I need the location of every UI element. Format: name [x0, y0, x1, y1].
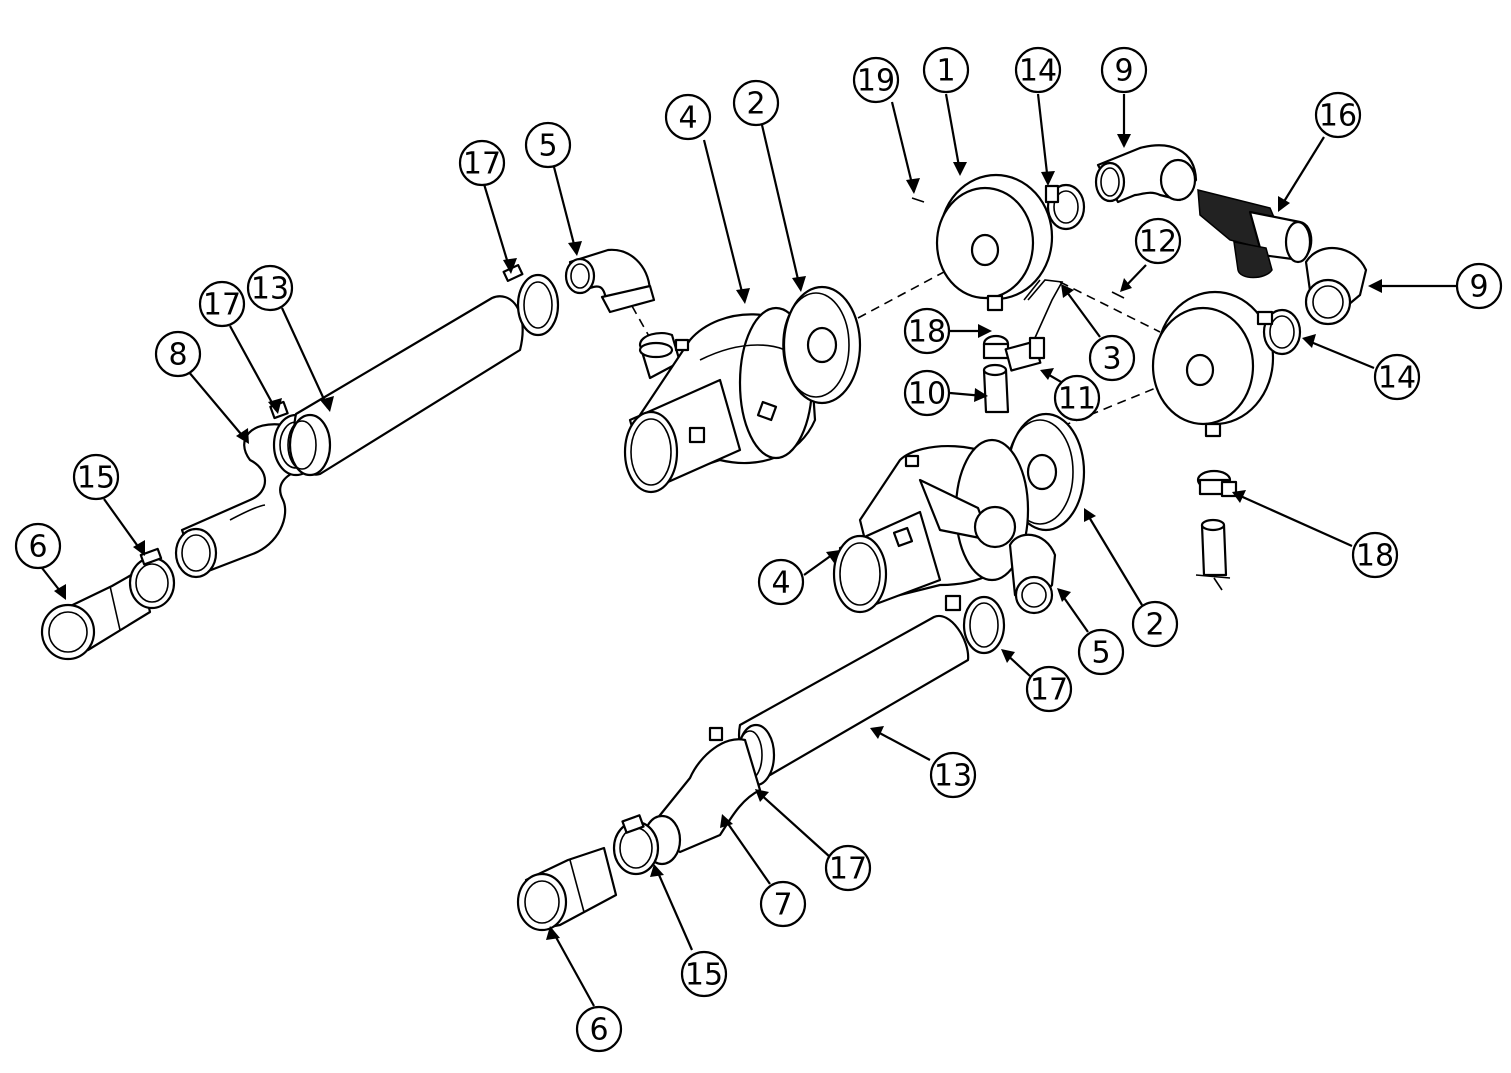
callout-13-upper: 13: [246, 264, 294, 312]
svg-text:5: 5: [1091, 636, 1110, 671]
part-10-lower-drain: [1195, 518, 1231, 591]
part-18-lower-clip: [1196, 469, 1238, 498]
part-19-pin: [911, 197, 925, 203]
part-3-bracket: [1023, 279, 1064, 341]
part-1-lower-valve: [1151, 290, 1275, 438]
part-12-pin: [1111, 291, 1125, 299]
svg-text:13: 13: [934, 759, 972, 794]
callout-15-lower: 15: [680, 950, 728, 998]
part-15-lower-clamp: [612, 814, 660, 876]
part-9-upper-elbow: [1094, 144, 1198, 204]
part-2-upper-gasket: [782, 285, 862, 405]
part-5-upper-elbow: [564, 248, 656, 314]
part-1-upper-valve: [935, 173, 1054, 312]
callout-5-lower: 5: [1077, 628, 1125, 676]
callout-4-upper: 4: [664, 93, 712, 141]
svg-text:9: 9: [1469, 270, 1488, 305]
leader-lines: [41, 93, 1456, 1007]
part-16-tee: [1197, 189, 1313, 279]
svg-text:2: 2: [1145, 608, 1164, 643]
callout-17-upper-b: 17: [198, 280, 246, 328]
part-4-lower-blower: [832, 438, 1030, 614]
svg-text:13: 13: [251, 272, 289, 307]
callout-18-lower: 18: [1351, 531, 1399, 579]
part-9-lower-elbow: [1304, 247, 1368, 326]
part-6-upper-tailpipe: [40, 568, 152, 661]
svg-text:8: 8: [168, 338, 187, 373]
svg-text:18: 18: [1356, 539, 1394, 574]
svg-text:9: 9: [1114, 54, 1133, 89]
callout-11: 11: [1053, 374, 1101, 422]
callout-9-upper: 9: [1100, 46, 1148, 94]
part-14-upper-clamp: [1044, 183, 1086, 231]
callout-19: 19: [852, 56, 900, 104]
part-15-upper-clamp: [128, 547, 176, 610]
part-6-lower-tailpipe: [516, 846, 618, 932]
part-11-latch: [1004, 336, 1046, 372]
callout-13-lower: 13: [929, 751, 977, 799]
part-8-bent-pipe: [174, 423, 302, 579]
callout-2-lower: 2: [1131, 600, 1179, 648]
callout-14-upper: 14: [1014, 46, 1062, 94]
callout-15-upper: 15: [72, 453, 120, 501]
svg-text:4: 4: [771, 566, 790, 601]
part-13-upper-muffler: [287, 295, 524, 477]
svg-text:16: 16: [1319, 99, 1357, 134]
svg-text:12: 12: [1139, 225, 1177, 260]
callout-12: 12: [1134, 217, 1182, 265]
callout-4-lower: 4: [757, 558, 805, 606]
svg-text:3: 3: [1102, 342, 1121, 377]
part-17-lower-clamp-inner: [708, 726, 724, 742]
callout-10: 10: [903, 369, 951, 417]
svg-text:17: 17: [463, 147, 501, 182]
svg-text:2: 2: [746, 87, 765, 122]
part-17-upper-clamp-outer: [502, 263, 560, 337]
svg-text:6: 6: [589, 1013, 608, 1048]
part-17-lower-clamp-outer: [944, 594, 1006, 655]
part-14-lower-clamp: [1256, 308, 1302, 356]
callout-2-upper: 2: [732, 79, 780, 127]
callout-18-upper: 18: [903, 307, 951, 355]
part-18-upper-clip: [982, 334, 1010, 360]
svg-text:15: 15: [77, 461, 115, 496]
callout-17-lower-b: 17: [824, 844, 872, 892]
callout-14-lower: 14: [1373, 353, 1421, 401]
callout-1: 1: [922, 46, 970, 94]
svg-text:15: 15: [685, 958, 723, 993]
svg-text:17: 17: [1030, 673, 1068, 708]
callout-6-lower: 6: [575, 1005, 623, 1053]
svg-text:1: 1: [936, 54, 955, 89]
svg-text:7: 7: [773, 888, 792, 923]
callout-6-upper: 6: [14, 522, 62, 570]
svg-text:17: 17: [829, 852, 867, 887]
callout-9-lower: 9: [1455, 262, 1503, 310]
svg-text:10: 10: [908, 377, 946, 412]
part-5-lower-elbow: [1008, 533, 1057, 615]
callout-3: 3: [1088, 334, 1136, 382]
svg-text:18: 18: [908, 315, 946, 350]
callout-17-lower-a: 17: [1025, 665, 1073, 713]
svg-text:4: 4: [678, 101, 697, 136]
callout-17-upper-a: 17: [458, 139, 506, 187]
svg-text:14: 14: [1378, 361, 1416, 396]
svg-text:11: 11: [1058, 382, 1096, 417]
part-10-upper-drain: [982, 363, 1010, 414]
svg-text:19: 19: [857, 64, 895, 99]
callout-16: 16: [1314, 91, 1362, 139]
callout-5-upper: 5: [524, 121, 572, 169]
svg-text:17: 17: [203, 288, 241, 323]
svg-text:14: 14: [1019, 54, 1057, 89]
svg-text:6: 6: [28, 530, 47, 565]
callout-7: 7: [759, 880, 807, 928]
svg-text:5: 5: [538, 129, 557, 164]
callout-8: 8: [154, 330, 202, 378]
arrowheads: [54, 134, 1382, 940]
